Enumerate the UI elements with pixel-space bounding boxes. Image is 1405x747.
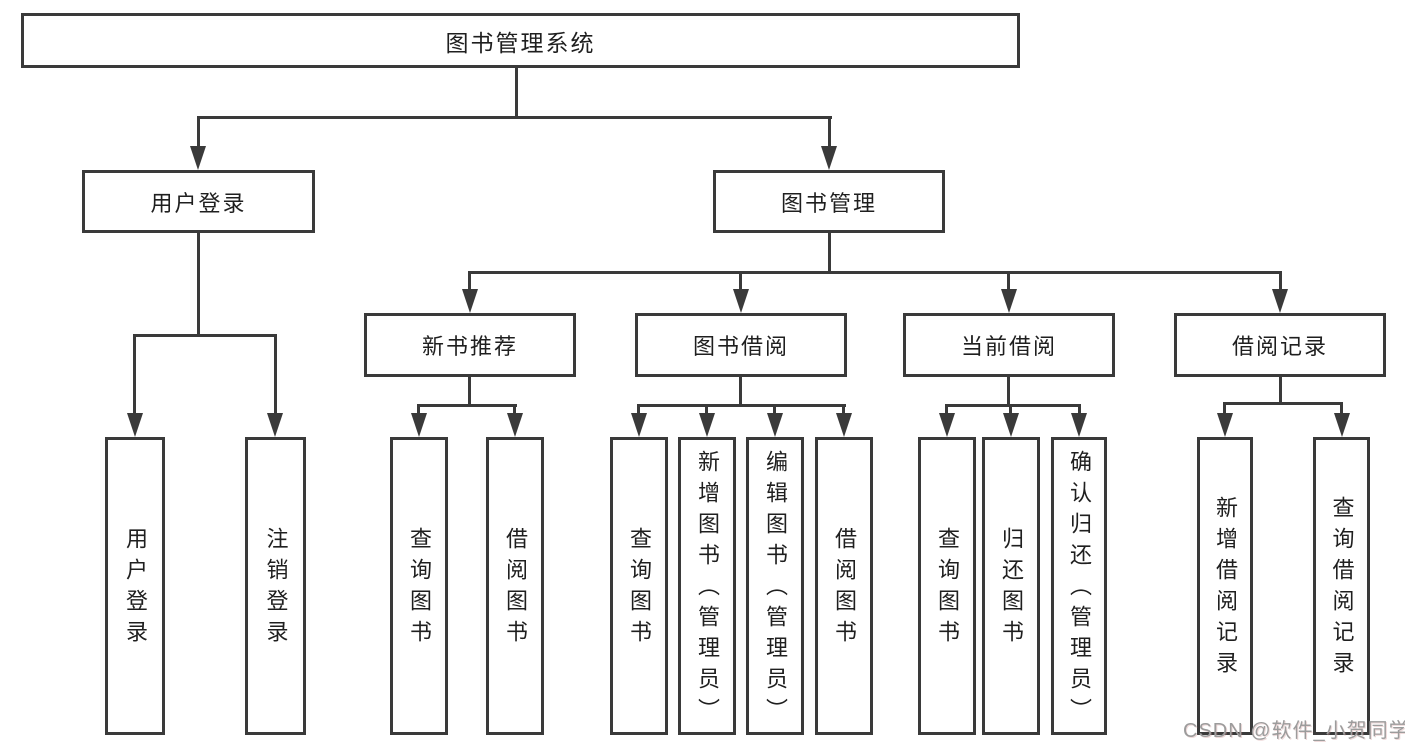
arrow-down-icon — [767, 413, 783, 437]
node-borrowing-records: 借阅记录 — [1174, 313, 1386, 377]
connector-line — [133, 334, 136, 415]
arrow-down-icon — [699, 413, 715, 437]
connector-line — [274, 334, 277, 415]
connector-line — [197, 232, 200, 337]
connector-line — [468, 271, 471, 293]
connector-line — [513, 404, 516, 416]
leaf-add-book-admin: 新增图书（管理员） — [678, 437, 736, 735]
arrow-down-icon — [1071, 413, 1087, 437]
connector-line — [134, 334, 277, 337]
connector-line — [739, 376, 742, 407]
connector-line — [1223, 402, 1226, 416]
leaf-confirm-return-admin: 确认归还（管理员） — [1051, 437, 1107, 735]
arrow-down-icon — [1001, 289, 1017, 313]
leaf-user-login: 用户登录 — [105, 437, 165, 735]
node-book-borrowing: 图书借阅 — [635, 313, 847, 377]
connector-line — [197, 116, 200, 150]
connector-line — [418, 404, 517, 407]
connector-line — [197, 116, 832, 119]
arrow-down-icon — [1334, 413, 1350, 437]
arrow-down-icon — [836, 413, 852, 437]
node-root-library-system: 图书管理系统 — [21, 13, 1020, 68]
csdn-watermark: CSDN @软件_小贺同学 — [1183, 720, 1405, 742]
arrow-down-icon — [821, 146, 837, 170]
node-book-management: 图书管理 — [713, 170, 945, 233]
node-current-borrowing: 当前借阅 — [903, 313, 1115, 377]
leaf-query-borrow-record: 查询借阅记录 — [1313, 437, 1370, 735]
leaf-logout: 注销登录 — [245, 437, 306, 735]
node-new-book-recommend: 新书推荐 — [364, 313, 576, 377]
connector-line — [1279, 271, 1282, 293]
connector-line — [1279, 376, 1282, 405]
connector-line — [1340, 402, 1343, 416]
connector-line — [842, 404, 845, 416]
leaf-borrow-book-borrowing: 借阅图书 — [815, 437, 873, 735]
connector-line — [828, 232, 831, 274]
leaf-query-book-newbooks: 查询图书 — [390, 437, 448, 735]
arrow-down-icon — [411, 413, 427, 437]
connector-line — [705, 404, 708, 416]
connector-line — [515, 68, 518, 119]
connector-line — [1007, 376, 1010, 407]
connector-line — [638, 404, 846, 407]
connector-line — [469, 271, 1282, 274]
leaf-query-book-borrowing: 查询图书 — [610, 437, 668, 735]
leaf-edit-book-admin: 编辑图书（管理员） — [746, 437, 804, 735]
connector-line — [946, 404, 1081, 407]
arrow-down-icon — [267, 413, 283, 437]
connector-line — [773, 404, 776, 416]
arrow-down-icon — [127, 413, 143, 437]
connector-line — [739, 271, 742, 293]
arrow-down-icon — [1217, 413, 1233, 437]
arrow-down-icon — [1003, 413, 1019, 437]
connector-line — [945, 404, 948, 416]
node-user-login: 用户登录 — [82, 170, 315, 233]
connector-line — [1224, 402, 1343, 405]
leaf-borrow-book-newbooks: 借阅图书 — [486, 437, 544, 735]
connector-line — [1007, 271, 1010, 293]
arrow-down-icon — [733, 289, 749, 313]
arrow-down-icon — [631, 413, 647, 437]
leaf-return-book: 归还图书 — [982, 437, 1040, 735]
leaf-query-book-current: 查询图书 — [918, 437, 976, 735]
leaf-add-borrow-record: 新增借阅记录 — [1197, 437, 1253, 735]
connector-line — [828, 116, 831, 150]
connector-line — [637, 404, 640, 416]
connector-line — [1009, 404, 1012, 416]
arrow-down-icon — [507, 413, 523, 437]
arrow-down-icon — [939, 413, 955, 437]
arrow-down-icon — [462, 289, 478, 313]
connector-line — [1078, 404, 1081, 416]
arrow-down-icon — [1272, 289, 1288, 313]
connector-line — [417, 404, 420, 416]
arrow-down-icon — [190, 146, 206, 170]
connector-line — [468, 376, 471, 407]
